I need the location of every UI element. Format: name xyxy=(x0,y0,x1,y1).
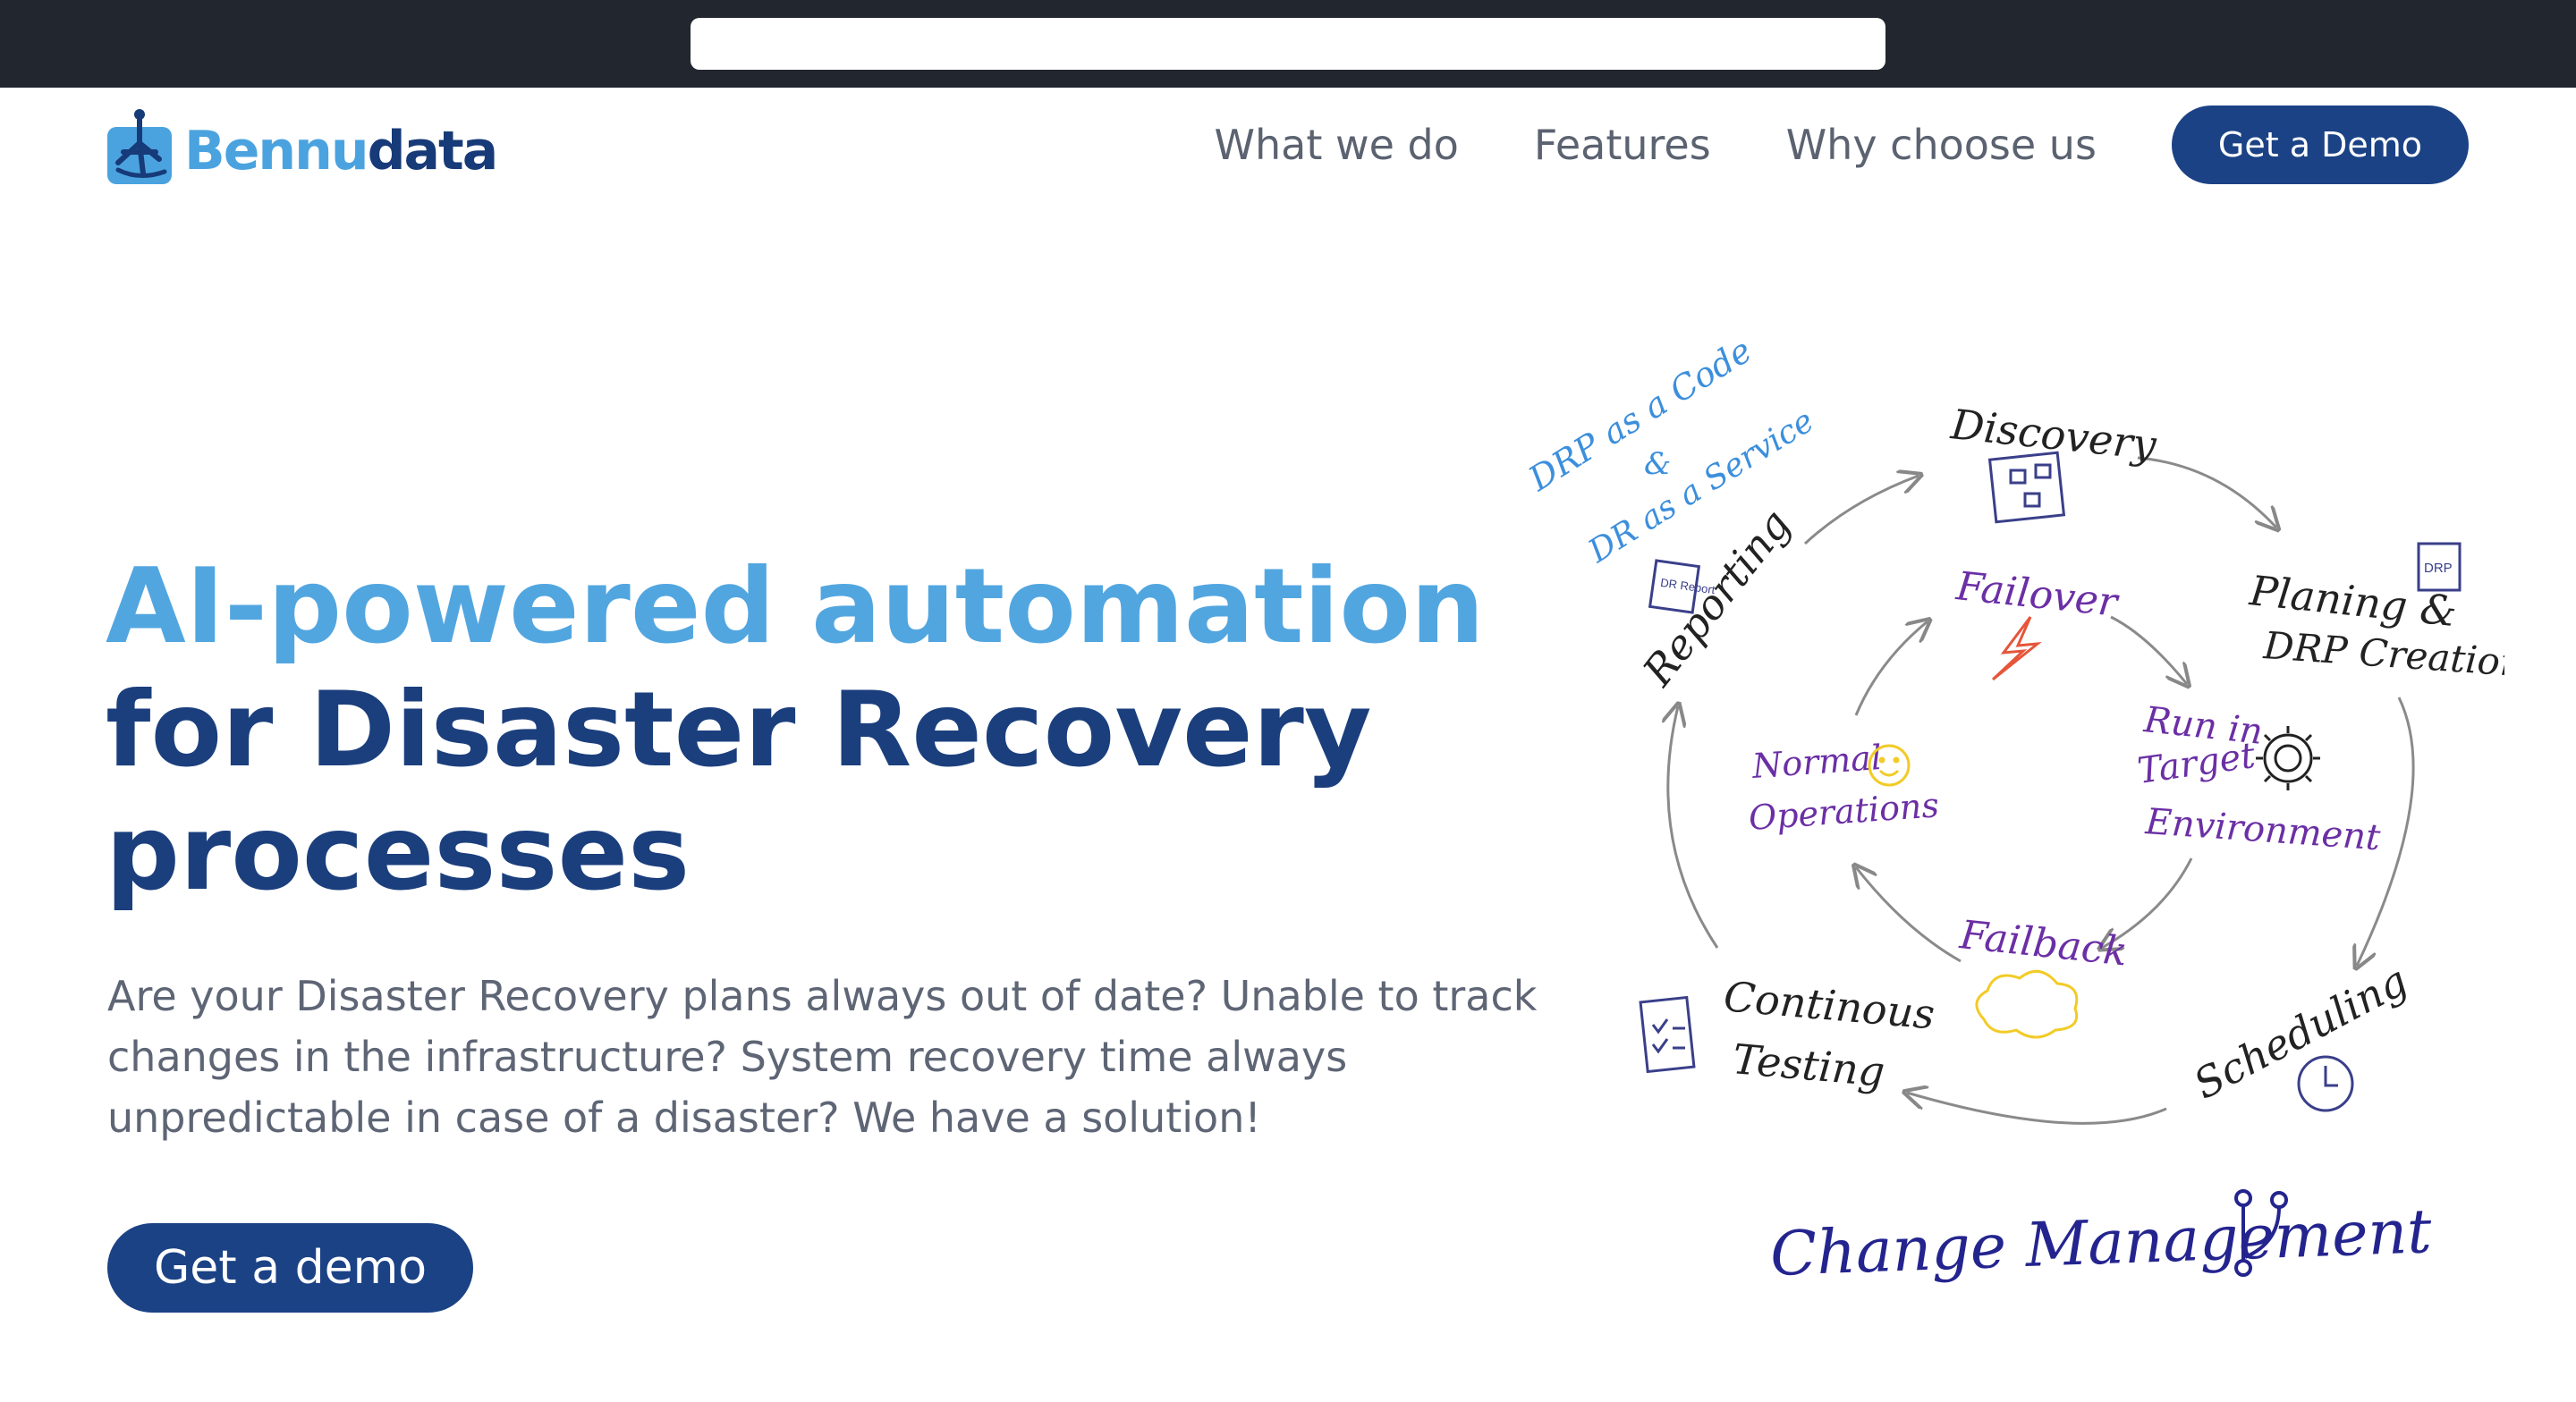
scheduling-label: Scheduling xyxy=(2186,956,2415,1109)
lightning-icon xyxy=(1991,616,2042,681)
drp-document-icon: DRP xyxy=(2417,542,2462,592)
svg-text:Environment: Environment xyxy=(2143,801,2382,858)
checklist-icon xyxy=(1639,995,1696,1074)
planning-label: Planing & DRP Creation xyxy=(2247,566,2504,685)
failover-label: Failover xyxy=(1953,563,2123,626)
get-a-demo-hero-button[interactable]: Get a demo xyxy=(107,1223,474,1313)
hero-title-line-1: AI-powered automation xyxy=(106,546,1485,667)
brand-logo[interactable]: Bennudata xyxy=(106,106,498,188)
git-branch-icon xyxy=(2234,1189,2288,1277)
failback-label: Failback xyxy=(1957,912,2130,975)
clock-icon xyxy=(2297,1055,2354,1112)
logo-wordmark: Bennudata xyxy=(184,120,498,182)
dr-lifecycle-diagram: DRP as a Code & DR as a Service Discover… xyxy=(1521,331,2504,1290)
address-bar[interactable] xyxy=(691,18,1885,70)
discovery-label: Discovery xyxy=(1948,400,2159,469)
discovery-icon xyxy=(1987,451,2066,524)
smiley-icon xyxy=(1868,744,1911,787)
arrow-reporting-to-discovery xyxy=(1803,476,1919,545)
svg-text:DRP Creation: DRP Creation xyxy=(2261,623,2504,685)
svg-text:Testing: Testing xyxy=(1731,1035,1886,1096)
svg-text:Operations: Operations xyxy=(1748,785,1941,838)
svg-text:Continous: Continous xyxy=(1722,972,1936,1038)
outer-cycle-arrows xyxy=(1668,456,2415,1125)
arrow-discovery-to-planning xyxy=(2137,456,2276,528)
hero-title-line-2: for Disaster Recovery xyxy=(106,670,1372,790)
arrow-failover-to-run xyxy=(2110,615,2187,684)
nav-what-we-do[interactable]: What we do xyxy=(1214,121,1459,169)
run-in-target-label: Run in Target Environment xyxy=(2135,699,2383,858)
logo-icon xyxy=(107,109,172,184)
testing-label: Continous Testing xyxy=(1722,972,1936,1096)
arrow-scheduling-to-testing xyxy=(1907,1093,2167,1125)
arrow-normal-to-failover xyxy=(1854,621,1928,716)
get-a-demo-nav-button[interactable]: Get a Demo xyxy=(2171,106,2469,184)
hero-title: AI-powered automation for Disaster Recov… xyxy=(106,545,1485,916)
hero-description: Are your Disaster Recovery plans always … xyxy=(107,972,1538,1142)
cloud-icon xyxy=(1975,969,2079,1039)
browser-toolbar xyxy=(0,0,2576,88)
normal-operations-label: Normal Operations xyxy=(1748,738,1941,838)
svg-text:DRP: DRP xyxy=(2424,561,2453,576)
inner-cycle-arrows xyxy=(1854,615,2193,963)
hero-title-line-3: processes xyxy=(106,793,691,914)
svg-text:Normal: Normal xyxy=(1750,738,1884,786)
arrow-planning-to-scheduling xyxy=(2357,697,2415,966)
arrow-failback-to-normal xyxy=(1856,867,1962,963)
arrow-run-to-failback xyxy=(2102,857,2193,948)
change-management-label: Change Management xyxy=(1769,1196,2434,1290)
nav-why-choose-us[interactable]: Why choose us xyxy=(1785,121,2097,169)
nav-features[interactable]: Features xyxy=(1533,121,1711,169)
svg-text:Target: Target xyxy=(2135,735,2258,792)
arrow-testing-to-reporting xyxy=(1668,706,1719,949)
ampersand-label: & xyxy=(1644,446,1671,482)
gear-icon xyxy=(2256,726,2320,790)
main-nav: What we do Features Why choose us Get a … xyxy=(1215,106,2469,184)
